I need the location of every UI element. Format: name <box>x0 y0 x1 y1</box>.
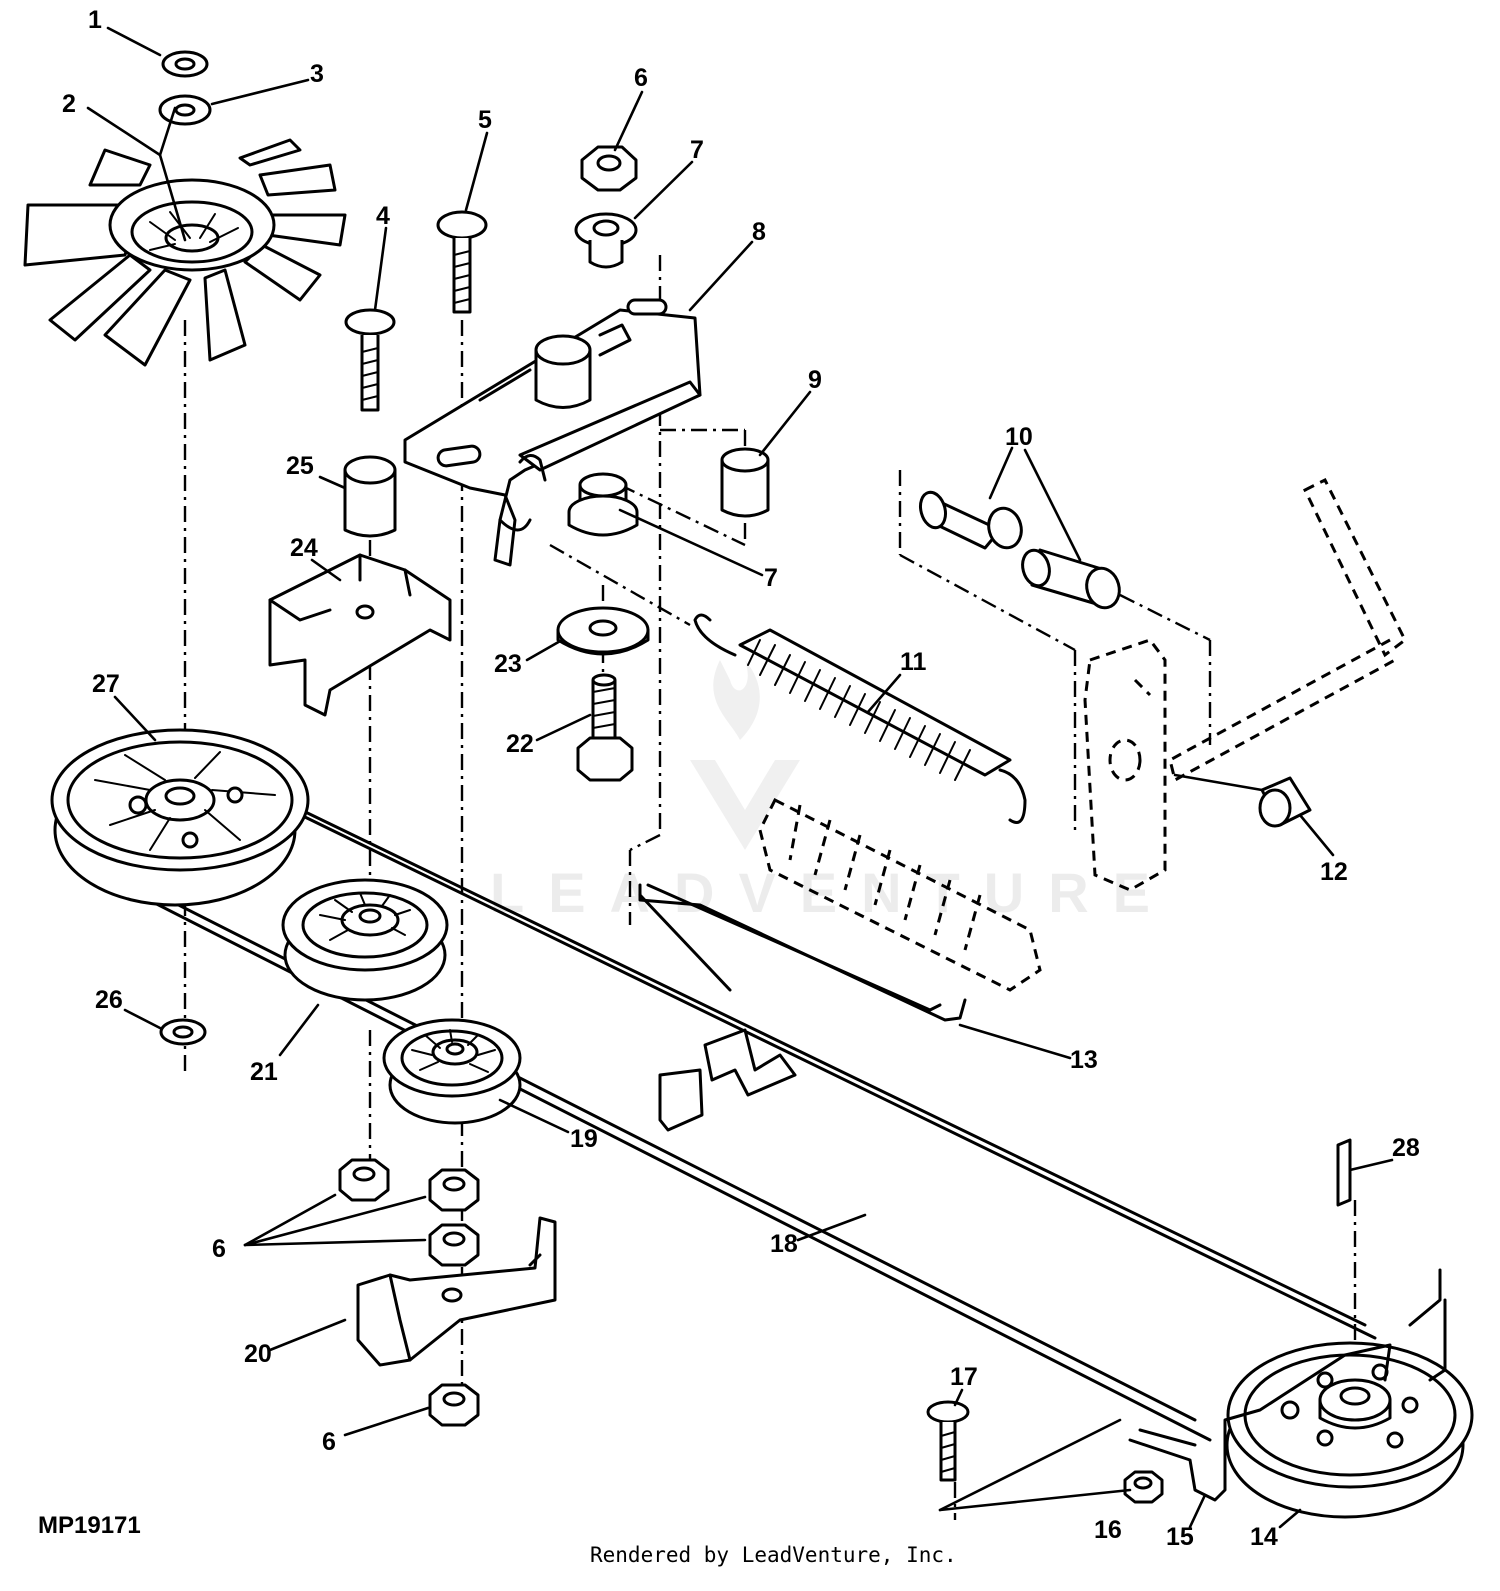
spring-phantom <box>758 797 1042 992</box>
callout-19: 19 <box>570 1125 598 1153</box>
callout-20: 20 <box>244 1340 272 1368</box>
part-20-bracket <box>356 1216 557 1367</box>
part-25-spacer <box>343 455 397 538</box>
belt-guide <box>658 1028 797 1132</box>
part-24-bracket <box>268 553 452 717</box>
part-6-nut-top <box>580 145 638 192</box>
callout-22: 22 <box>506 730 534 758</box>
callout-1: 1 <box>88 6 102 34</box>
part-18-belt <box>68 788 1377 1442</box>
part-28-key <box>1336 1138 1352 1207</box>
watermark-text: LEADVENTURE <box>490 861 1174 924</box>
callout-9: 9 <box>808 366 822 394</box>
callout-10: 10 <box>1005 423 1033 451</box>
callout-21: 21 <box>250 1058 278 1086</box>
callout-23: 23 <box>494 650 522 678</box>
callout-5: 5 <box>478 106 492 134</box>
part-14-drive-pulley <box>1225 1341 1474 1519</box>
part-7-bushing-lower <box>567 472 639 537</box>
part-7-bushing-top <box>574 212 638 269</box>
callout-12: 12 <box>1320 858 1348 886</box>
part-23-washer <box>556 606 650 656</box>
callout-7-top: 7 <box>690 136 704 164</box>
watermark: LEADVENTURE <box>490 660 1174 924</box>
part-12-bushing <box>1258 776 1312 828</box>
part-2-fan <box>23 138 347 367</box>
part-6-nut-a <box>338 1158 390 1202</box>
callout-11: 11 <box>900 648 927 676</box>
callout-2: 2 <box>62 90 76 118</box>
part-22-cap-screw <box>576 673 634 782</box>
callout-13: 13 <box>1070 1046 1098 1074</box>
callout-6-group: 6 <box>212 1235 226 1263</box>
callout-27: 27 <box>92 670 120 698</box>
part-15-belt-guide <box>1128 1268 1447 1502</box>
callout-28: 28 <box>1392 1134 1420 1162</box>
part-26-snap-ring <box>159 1018 207 1046</box>
callout-26: 26 <box>95 986 123 1014</box>
callout-24: 24 <box>290 534 318 562</box>
callout-labels: 1 2 3 4 5 6 7 8 9 10 25 24 7 11 23 22 27… <box>62 6 1420 1551</box>
callout-15: 15 <box>1166 1523 1194 1551</box>
callout-18: 18 <box>770 1230 798 1258</box>
pedal-phantom <box>1083 477 1407 892</box>
part-19-idler-pulley <box>382 1018 522 1125</box>
part-4-bolt <box>344 308 396 412</box>
callout-6-top: 6 <box>634 64 648 92</box>
part-9-spacer <box>720 447 770 518</box>
callout-6-bottom: 6 <box>322 1428 336 1456</box>
part-3-washer <box>158 94 212 126</box>
callout-3: 3 <box>310 60 324 88</box>
part-1-snap-ring <box>161 50 209 78</box>
callout-7-lower: 7 <box>764 564 778 592</box>
part-6-nut-d <box>428 1383 480 1427</box>
callout-25: 25 <box>286 452 314 480</box>
part-6-nut-c <box>428 1223 480 1267</box>
part-6-nut-b <box>428 1168 480 1212</box>
part-16-nut <box>1123 1470 1164 1504</box>
callout-8: 8 <box>752 218 766 246</box>
render-credit: Rendered by LeadVenture, Inc. <box>590 1543 957 1567</box>
part-10-bushings <box>919 490 1121 610</box>
part-21-idler-pulley <box>281 878 449 1002</box>
callout-16: 16 <box>1094 1516 1122 1544</box>
callout-4: 4 <box>376 202 390 230</box>
leader-lines <box>86 26 1394 1529</box>
part-13-rod <box>638 883 967 1022</box>
callout-17: 17 <box>950 1363 978 1391</box>
part-8-idler-bracket <box>403 298 702 567</box>
part-27-pulley <box>50 728 310 907</box>
part-5-bolt <box>436 210 488 314</box>
callout-14: 14 <box>1250 1523 1278 1551</box>
part-17-bolt <box>926 1400 970 1482</box>
figure-id: MP19171 <box>38 1512 141 1539</box>
